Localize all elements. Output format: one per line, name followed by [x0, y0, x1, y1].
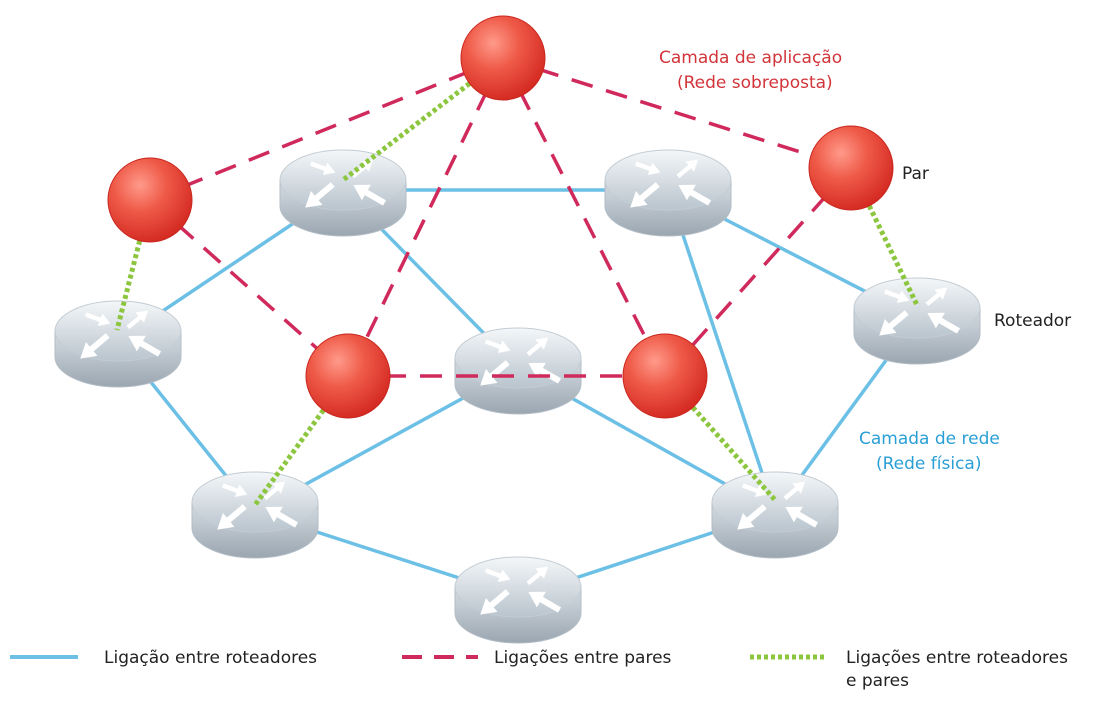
router-icon: [191, 471, 319, 559]
peer-link: [149, 56, 504, 202]
router-peer-links-layer: [114, 56, 920, 507]
network-layer-label: Camada de rede: [859, 429, 1000, 449]
router-icon: [853, 277, 981, 365]
peer-link: [346, 57, 505, 377]
legend-router-peer-links: Ligações entre roteadores: [846, 648, 1068, 668]
legend-router-peer-link-swatch: [750, 654, 826, 660]
router-peer-link: [848, 166, 920, 307]
network-layer-sublabel: (Rede física): [876, 454, 982, 474]
router-icon: [454, 327, 582, 415]
peer-link: [502, 56, 852, 170]
peer-links-layer: [148, 56, 853, 378]
peer-label: Par: [902, 164, 929, 184]
app-layer-sublabel: (Rede sobreposta): [677, 73, 833, 93]
peer-node: [460, 15, 546, 101]
peer-node: [808, 125, 894, 211]
router-label: Roteador: [994, 311, 1072, 331]
peer-node: [622, 333, 708, 419]
routers-layer: [54, 149, 981, 644]
peer-node: [305, 333, 391, 419]
peer-link: [663, 166, 853, 378]
legend-router-peer-links-line2: e pares: [846, 671, 910, 691]
peer-link: [501, 57, 667, 377]
router-icon: [279, 149, 407, 237]
legend-peer-link-swatch: [402, 655, 478, 659]
router-icon: [454, 556, 582, 644]
peers-layer: [107, 15, 894, 419]
router-peer-link: [252, 374, 351, 507]
peer-link: [148, 198, 350, 378]
router-icon: [54, 300, 182, 388]
router-icon: [604, 149, 732, 237]
legend-peer-links: Ligações entre pares: [494, 648, 672, 668]
legend-router-link-swatch: [10, 655, 78, 659]
router-peer-link: [341, 56, 505, 182]
app-layer-label: Camada de aplicação: [659, 48, 843, 68]
router-icon: [711, 471, 839, 559]
router-link: [666, 189, 777, 513]
peer-node: [107, 157, 193, 243]
legend-router-links: Ligação entre roteadores: [104, 648, 318, 668]
